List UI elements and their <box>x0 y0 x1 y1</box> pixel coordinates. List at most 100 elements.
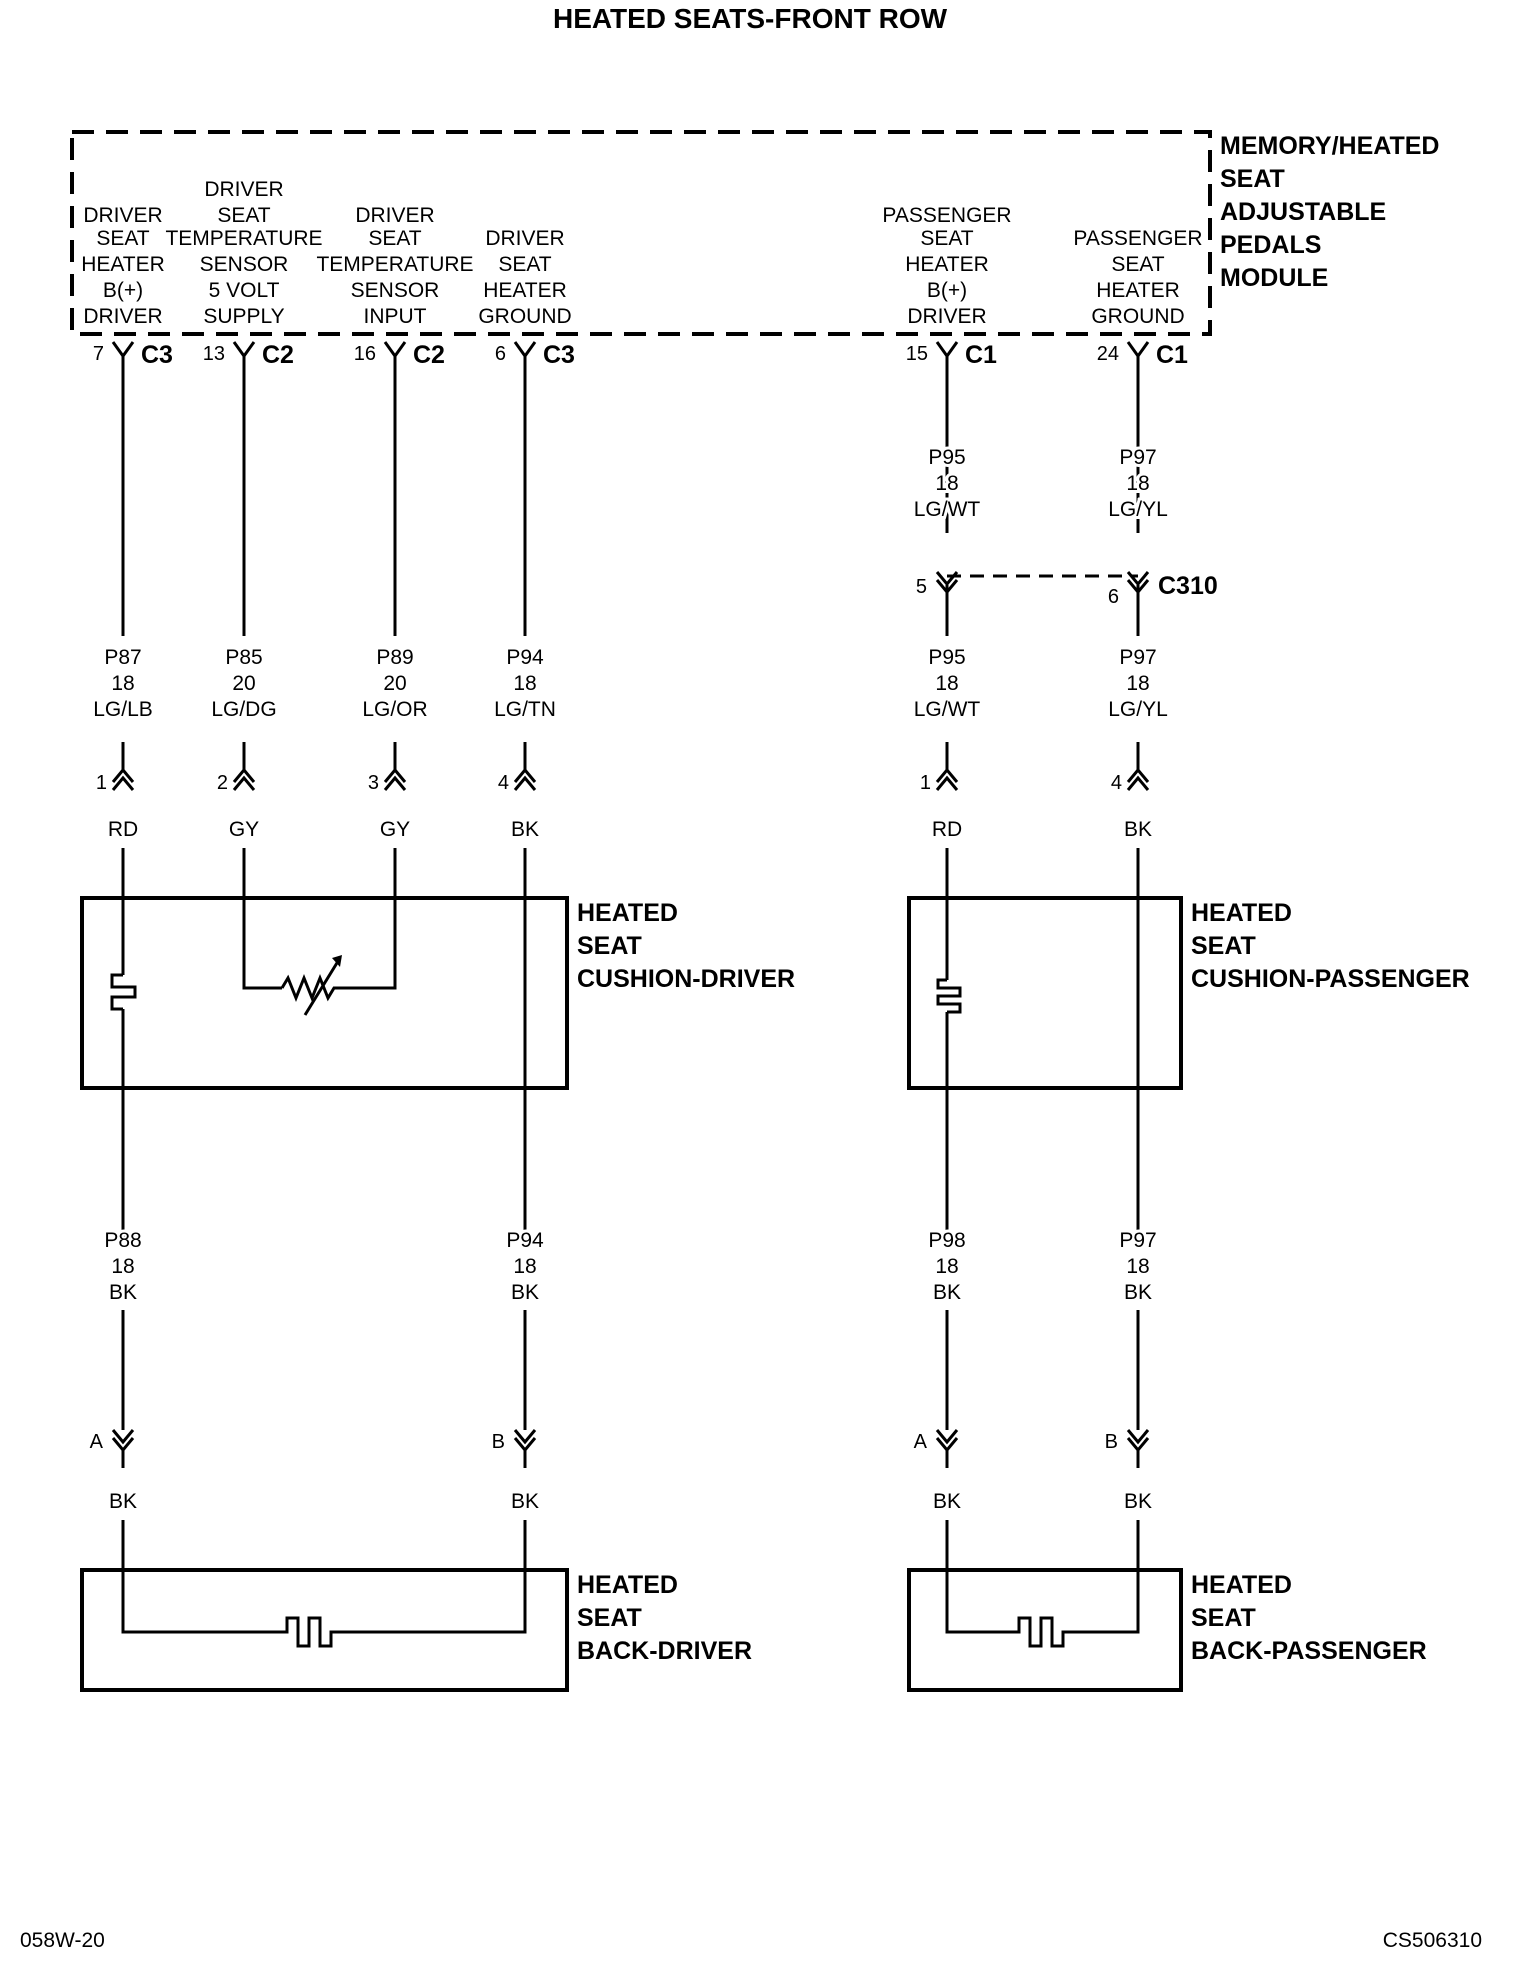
wire-code: P89 <box>376 646 413 669</box>
wire-gauge: 18 <box>1126 672 1149 695</box>
wire-gauge: 18 <box>935 672 958 695</box>
pin-label-line: SEAT <box>368 227 421 250</box>
connector-id: C1 <box>1156 341 1188 369</box>
wire-gauge: 18 <box>1126 472 1149 495</box>
pin-label-line: TEMPERATURE <box>165 227 322 250</box>
pin-label-line: HEATER <box>905 253 989 276</box>
pin-labels-p2: DRIVER SEAT TEMPERATURE SENSOR 5 VOLT SU… <box>165 178 322 328</box>
wire-color: GY <box>380 818 410 841</box>
wire-color: BK <box>933 1490 961 1513</box>
wire-code: P95 <box>928 446 965 469</box>
wire-color: LG/WT <box>914 498 981 521</box>
label-back-passenger: HEATED SEAT BACK-PASSENGER <box>1191 1571 1427 1665</box>
connector-c310: 5 6 C310 <box>916 571 1218 608</box>
pin-labels-p4: DRIVER SEAT HEATER GROUND <box>478 227 571 328</box>
label-cushion-passenger: HEATED SEAT CUSHION-PASSENGER <box>1191 899 1470 993</box>
wire-color: LG/YL <box>1108 698 1168 721</box>
cushion-terminal-p4 <box>513 767 537 791</box>
pin-number: 24 <box>1097 343 1119 365</box>
wire-code: P98 <box>928 1229 965 1252</box>
pin-label-line: SEAT <box>96 227 149 250</box>
wire-color: BK <box>933 1281 961 1304</box>
pin-number: 7 <box>93 343 104 365</box>
footer-right-code: CS506310 <box>1383 1929 1482 1952</box>
wire-gauge: 18 <box>1126 1255 1149 1278</box>
terminal-symbol <box>1126 341 1150 359</box>
pin-letter: B <box>492 1431 505 1453</box>
pin-number: 5 <box>916 576 927 598</box>
wire-label-p4-mid: P94 18 LG/TN <box>491 643 559 724</box>
thermistor-icon <box>280 973 338 1003</box>
component-label-line: CUSHION-PASSENGER <box>1191 965 1470 993</box>
pin-number: 2 <box>217 772 228 794</box>
wire-color: LG/WT <box>914 698 981 721</box>
wire-color: LG/OR <box>362 698 427 721</box>
component-label-line: SEAT <box>577 1604 642 1632</box>
wire-label-p4-low: P94 18 BK <box>503 1226 547 1307</box>
pin-letter: A <box>90 1431 104 1453</box>
wire-label-p3-mid: P89 20 LG/OR <box>359 643 430 724</box>
connector-id: C2 <box>413 341 445 369</box>
wire-gauge: 18 <box>111 1255 134 1278</box>
wire-code: P94 <box>506 646 544 669</box>
component-cushion-passenger <box>907 896 1183 1090</box>
wire-label-p6-upper: P97 18 LG/YL <box>1105 443 1171 524</box>
pin-number: 13 <box>203 343 225 365</box>
wire-label-p6-low: P97 18 BK <box>1116 1226 1159 1307</box>
connector-id: C3 <box>543 341 575 369</box>
wire-color: BK <box>511 1281 539 1304</box>
wire-label-p6-mid: P97 18 LG/YL <box>1105 643 1171 724</box>
component-label-line: HEATED <box>1191 899 1292 927</box>
pin-number: 16 <box>354 343 376 365</box>
module-terminal-p1: 7 C3 <box>93 341 173 369</box>
wire-gauge: 20 <box>383 672 406 695</box>
wire-label-p1-low: P88 18 BK <box>101 1226 144 1307</box>
component-label-line: SEAT <box>1191 932 1256 960</box>
wire-code: P97 <box>1119 446 1156 469</box>
pin-label-line: HEATER <box>483 279 567 302</box>
module-terminal-p6: 24 C1 <box>1097 341 1188 369</box>
wire-gauge: 18 <box>111 672 134 695</box>
back-connector: A B A B <box>90 1429 1150 1468</box>
wire-color: BK <box>109 1281 137 1304</box>
back-terminal-p6 <box>1126 1429 1150 1453</box>
pin-number: 6 <box>495 343 506 365</box>
component-label-line: SEAT <box>577 932 642 960</box>
heater-element-icon <box>110 973 137 1011</box>
module-terminal-p2: 13 C2 <box>203 341 294 369</box>
wire-color: BK <box>511 818 539 841</box>
component-back-passenger <box>907 1568 1183 1692</box>
pin-label-line: SEAT <box>920 227 973 250</box>
pin-label-line: GROUND <box>478 305 571 328</box>
pin-labels-p3: DRIVER SEAT TEMPERATURE SENSOR INPUT <box>316 204 473 328</box>
pin-letter: B <box>1105 1431 1118 1453</box>
module-terminal-p4: 6 C3 <box>495 341 575 369</box>
connector-id: C310 <box>1158 572 1218 600</box>
pin-label-line: DRIVER <box>83 204 162 227</box>
wire-label-p5-low: P98 18 BK <box>925 1226 968 1307</box>
cushion-terminal-p2 <box>232 767 256 791</box>
pin-number: 4 <box>498 772 509 794</box>
pin-label-line: DRIVER <box>907 305 986 328</box>
footer-left-code: 058W-20 <box>20 1929 105 1952</box>
wire-code: P94 <box>506 1229 544 1252</box>
wire-color: BK <box>511 1490 539 1513</box>
back-terminal-p5 <box>935 1429 959 1453</box>
heater-element-icon <box>936 978 962 1014</box>
back-terminal-p4 <box>513 1429 537 1453</box>
terminal-symbol <box>383 341 407 359</box>
wire-color: RD <box>108 818 138 841</box>
pin-number: 1 <box>96 772 107 794</box>
pin-labels-p6: PASSENGER SEAT HEATER GROUND <box>1073 227 1202 328</box>
pin-labels-p1: DRIVER SEAT HEATER B(+) DRIVER <box>81 204 165 328</box>
terminal-symbol <box>935 341 959 359</box>
wire-gauge: 18 <box>513 672 536 695</box>
thermistor-arrowhead-icon <box>332 955 342 967</box>
wire-color: RD <box>932 818 962 841</box>
wire-gauge: 18 <box>935 472 958 495</box>
pin-label-line: B(+) <box>103 279 143 302</box>
wire-color: BK <box>109 1490 137 1513</box>
component-label-line: BACK-DRIVER <box>577 1637 752 1665</box>
pin-label-line: SEAT <box>217 204 270 227</box>
